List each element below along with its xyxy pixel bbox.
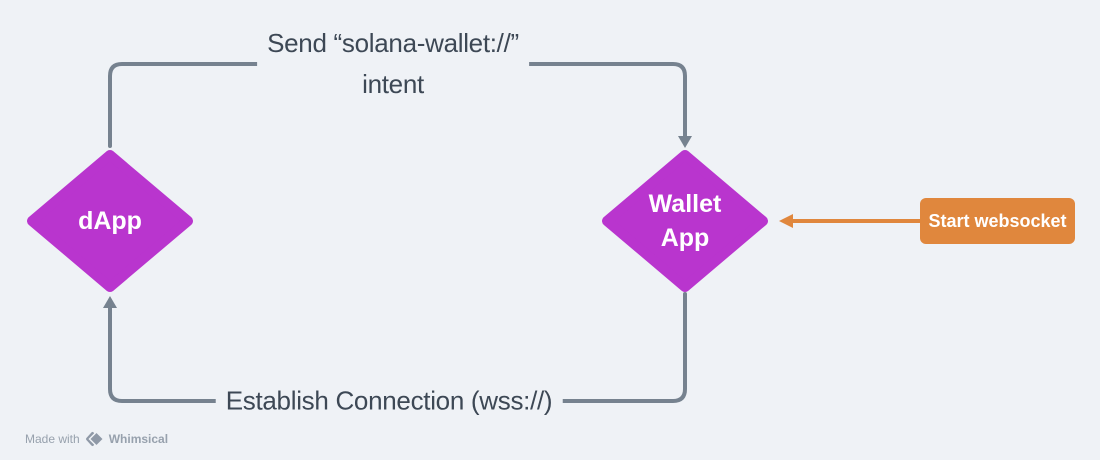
watermark-made-with-text: Made with [25, 432, 80, 446]
edge-label-send-intent-line1: Send “solana-wallet://” [267, 28, 519, 58]
edge-label-establish-connection: Establish Connection (wss://) [215, 380, 563, 422]
diamond-shape-icon [602, 150, 768, 292]
arrowhead-left-icon [779, 214, 793, 228]
start-websocket-note-label: Start websocket [928, 210, 1067, 231]
node-wallet-app[interactable]: Wallet App [602, 150, 768, 292]
edge-label-send-intent: Send “solana-wallet://” intent [257, 23, 529, 105]
edge-label-send-intent-line2: intent [362, 69, 424, 99]
whimsical-logo-icon [85, 431, 104, 447]
diamond-shape-icon [27, 150, 193, 292]
node-dapp[interactable]: dApp [27, 150, 193, 292]
watermark-brand-link[interactable]: Whimsical [108, 432, 169, 446]
start-websocket-note[interactable]: Start websocket [920, 198, 1075, 244]
arrowhead-down-icon [678, 136, 692, 148]
arrowhead-up-icon [103, 296, 117, 308]
watermark: Made with Whimsical [25, 431, 168, 447]
